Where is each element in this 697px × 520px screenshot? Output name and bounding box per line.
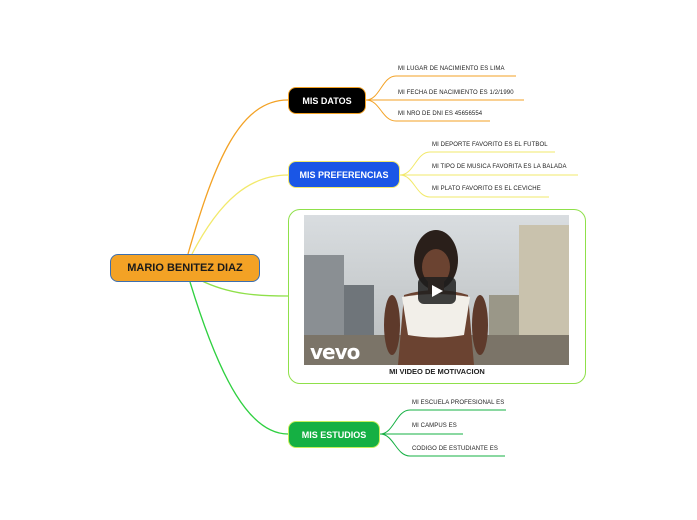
leaf-plato[interactable]: MI PLATO FAVORITO ES EL CEVICHE [432,186,541,192]
play-button[interactable] [418,277,456,304]
leaf-musica[interactable]: MI TIPO DE MUSICA FAVORITA ES LA BALADA [432,164,567,170]
leaf-campus[interactable]: MI CAMPUS ES [412,423,457,429]
root-node[interactable]: MARIO BENITEZ DIAZ [110,254,260,282]
leaf-deporte[interactable]: MI DEPORTE FAVORITO ES EL FUTBOL [432,142,548,148]
leaf-lugar-nacimiento[interactable]: MI LUGAR DE NACIMIENTO ES LIMA [398,66,505,72]
branch-mis-datos[interactable]: MIS DATOS [288,87,366,114]
branch-mis-preferencias[interactable]: MIS PREFERENCIAS [288,161,400,188]
video-thumbnail[interactable] [304,215,569,365]
vevo-watermark: vevo [310,340,360,364]
leaf-fecha-nacimiento[interactable]: MI FECHA DE NACIMIENTO ES 1/2/1990 [398,90,514,96]
video-caption: MI VIDEO DE MOTIVACION [389,367,485,376]
leaf-nro-dni[interactable]: MI NRO DE DNI ES 45656554 [398,111,483,117]
leaf-codigo[interactable]: CODIGO DE ESTUDIANTE ES [412,446,498,452]
video-scene-image [304,215,569,365]
leaf-escuela[interactable]: MI ESCUELA PROFESIONAL ES [412,400,505,406]
branch-mis-estudios[interactable]: MIS ESTUDIOS [288,421,380,448]
